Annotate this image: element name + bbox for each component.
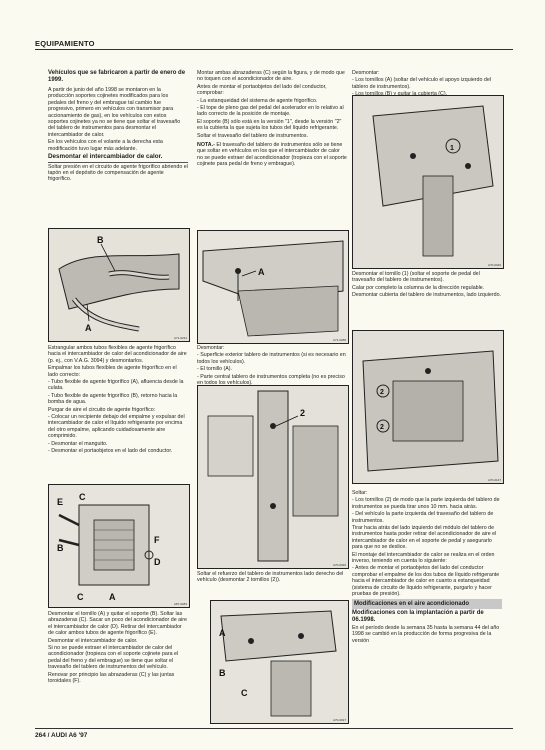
- figure-reference: A70-0147: [487, 478, 501, 482]
- paragraph: Desmontar el tornillo (1) (soltar el sop…: [352, 271, 480, 284]
- paragraph: Estrangular ambos tubos flexibles de age…: [48, 345, 187, 364]
- svg-text:C: C: [77, 592, 84, 602]
- paragraph: Calar por completo la columna de la dire…: [352, 284, 485, 291]
- svg-text:A: A: [109, 592, 116, 602]
- paragraph: El montaje del intercambiador de calor s…: [352, 551, 495, 565]
- section-title: Modificaciones con la implantación a par…: [352, 609, 484, 623]
- list-item: - Los tornillos (2) de modo que la parte…: [352, 497, 500, 510]
- svg-text:F: F: [154, 535, 160, 545]
- paragraph: Soltar el refuerzo del tablero de instru…: [197, 571, 344, 584]
- column-right-lower: Soltar: - Los tornillos (2) de modo que …: [352, 490, 502, 645]
- footer-rule: [35, 728, 513, 729]
- paragraph: Purgar de aire el circuito de agente fri…: [48, 406, 156, 413]
- svg-text:C: C: [241, 688, 248, 698]
- page-footer: 264 / AUDI A6 '97: [35, 732, 88, 739]
- column-right-continued: Desmontar el tornillo (1) (soltar el sop…: [352, 271, 502, 300]
- paragraph: Desmontar el tornillo (A) y quitar el so…: [48, 611, 187, 637]
- note: NOTA.- El travesaño del tablero de instr…: [197, 142, 347, 168]
- list-item: - Antes de montar el portaobjetos del la…: [352, 565, 500, 598]
- figure-reference: A70-0027: [332, 718, 346, 722]
- svg-text:2: 2: [300, 408, 305, 418]
- note-text: El travesaño del tablero de instrumentos…: [197, 142, 347, 168]
- paragraph: Renovar por principio las abrazaderas (C…: [48, 671, 175, 685]
- column-left-bottom: Desmontar el tornillo (A) y quitar el so…: [48, 611, 188, 685]
- paragraph: Desmontar:: [352, 70, 380, 76]
- paragraph: Desmontar:: [197, 345, 225, 351]
- section-title: Vehículos que se fabricaron a partir de …: [48, 70, 186, 83]
- figure-heat-exchanger: E C B F D C A A87-0283: [48, 484, 190, 608]
- column-middle: Montar ambas abrazaderas (C) según la fi…: [197, 70, 347, 169]
- paragraph: En el período desde la semana 35 hasta l…: [352, 624, 500, 644]
- section-banner: Modificaciones en el aire acondicionado: [352, 598, 502, 609]
- paragraph: A partir de junio del año 1998 se montar…: [48, 87, 181, 138]
- paragraph: Soltar el travesaño del tablero de instr…: [197, 132, 309, 139]
- svg-text:B: B: [219, 668, 226, 678]
- list-item: - El tope de pleno gas del pedal del ace…: [197, 105, 344, 118]
- subsection-title: Desmontar el intercambiador de calor.: [48, 153, 188, 163]
- svg-text:B: B: [57, 543, 64, 553]
- list-item: - Parte central tablero de instrumentos …: [197, 373, 345, 387]
- paragraph: Soltar:: [352, 490, 368, 496]
- paragraph: Empalmar los tubos flexibles de agente f…: [48, 365, 177, 378]
- svg-text:B: B: [97, 235, 104, 245]
- svg-text:A: A: [85, 323, 92, 333]
- figure-dashboard-reinforcement: 2 A70-0026: [197, 385, 349, 569]
- column-middle-continued: Desmontar: - Superficie exterior tablero…: [197, 345, 347, 387]
- figure-coolant-hoses: B A A71-0231: [48, 228, 190, 342]
- paragraph: El soporte (B) sólo está en la versión "…: [197, 118, 342, 132]
- paragraph: Soltar presión en el circuito de agente …: [48, 163, 188, 183]
- header-rule: [35, 49, 513, 50]
- column-left-continued: Estrangular ambos tubos flexibles de age…: [48, 345, 188, 456]
- paragraph: Antes de montar el portaobjetos del lado…: [197, 83, 327, 97]
- svg-text:2: 2: [380, 389, 384, 396]
- list-item: - Del vehículo la parte izquierda del tr…: [352, 511, 494, 524]
- figure-dashboard-left-screws: 2 2 A70-0147: [352, 330, 504, 484]
- svg-text:C: C: [79, 492, 86, 502]
- column-right: Desmontar: - Los tornillos (A) (soltar d…: [352, 70, 502, 99]
- paragraph: En los vehículos con el volante a la der…: [48, 139, 163, 152]
- section-header: EQUIPAMIENTO: [35, 39, 95, 48]
- svg-text:D: D: [154, 557, 161, 567]
- paragraph: Montar ambas abrazaderas (C) según la fi…: [197, 70, 345, 83]
- column-left: Vehículos que se fabricaron a partir de …: [48, 70, 188, 184]
- list-item: - Los tornillos (B) y quitar la cubierta…: [352, 91, 502, 97]
- figure-reference: A71-0231: [173, 336, 187, 340]
- paragraph: Tirar hacia atrás del lado izquierdo del…: [352, 525, 497, 551]
- list-item: - Los tornillos (A) (soltar del vehículo…: [352, 77, 491, 90]
- svg-text:A: A: [258, 267, 265, 277]
- list-item: - Colocar un recipiente debajo del empal…: [48, 414, 185, 440]
- paragraph: Desmontar el intercambiador de calor.: [48, 637, 138, 644]
- paragraph: Desmontar cubierta del tablero de instru…: [352, 292, 501, 299]
- svg-text:E: E: [57, 497, 63, 507]
- list-item: - La estanqueidad del sistema de agente …: [197, 97, 318, 104]
- figure-reference: A71-0268: [332, 338, 346, 342]
- list-item: - Desmontar el manguito.: [48, 440, 108, 447]
- figure-reference: A70-0026: [332, 563, 346, 567]
- list-item: - El tornillo (A).: [197, 366, 233, 373]
- figure-pedal-support-screw: 1 A70-0040: [352, 95, 504, 269]
- figure-reference: A87-0283: [173, 602, 187, 606]
- figure-dashboard-screw: A A71-0268: [197, 230, 349, 344]
- svg-text:2: 2: [380, 424, 384, 431]
- list-item: - Tubo flexible de agente frigorífico (B…: [48, 392, 178, 406]
- note-label: NOTA.-: [197, 142, 215, 149]
- figure-reference: A70-0040: [487, 263, 501, 267]
- svg-text:1: 1: [450, 145, 454, 152]
- svg-text:A: A: [219, 628, 226, 638]
- list-item: - Tubo flexible de agente frigorífico (A…: [48, 379, 184, 392]
- figure-left-support: A B C A70-0027: [210, 600, 349, 724]
- list-item: - Superficie exterior tablero de instrum…: [197, 352, 346, 365]
- column-middle-lower: Soltar el refuerzo del tablero de instru…: [197, 571, 347, 585]
- paragraph: Si no se puede extraer el intercambiador…: [48, 645, 179, 671]
- list-item: - Desmontar el portaobjetos en el lado d…: [48, 448, 173, 455]
